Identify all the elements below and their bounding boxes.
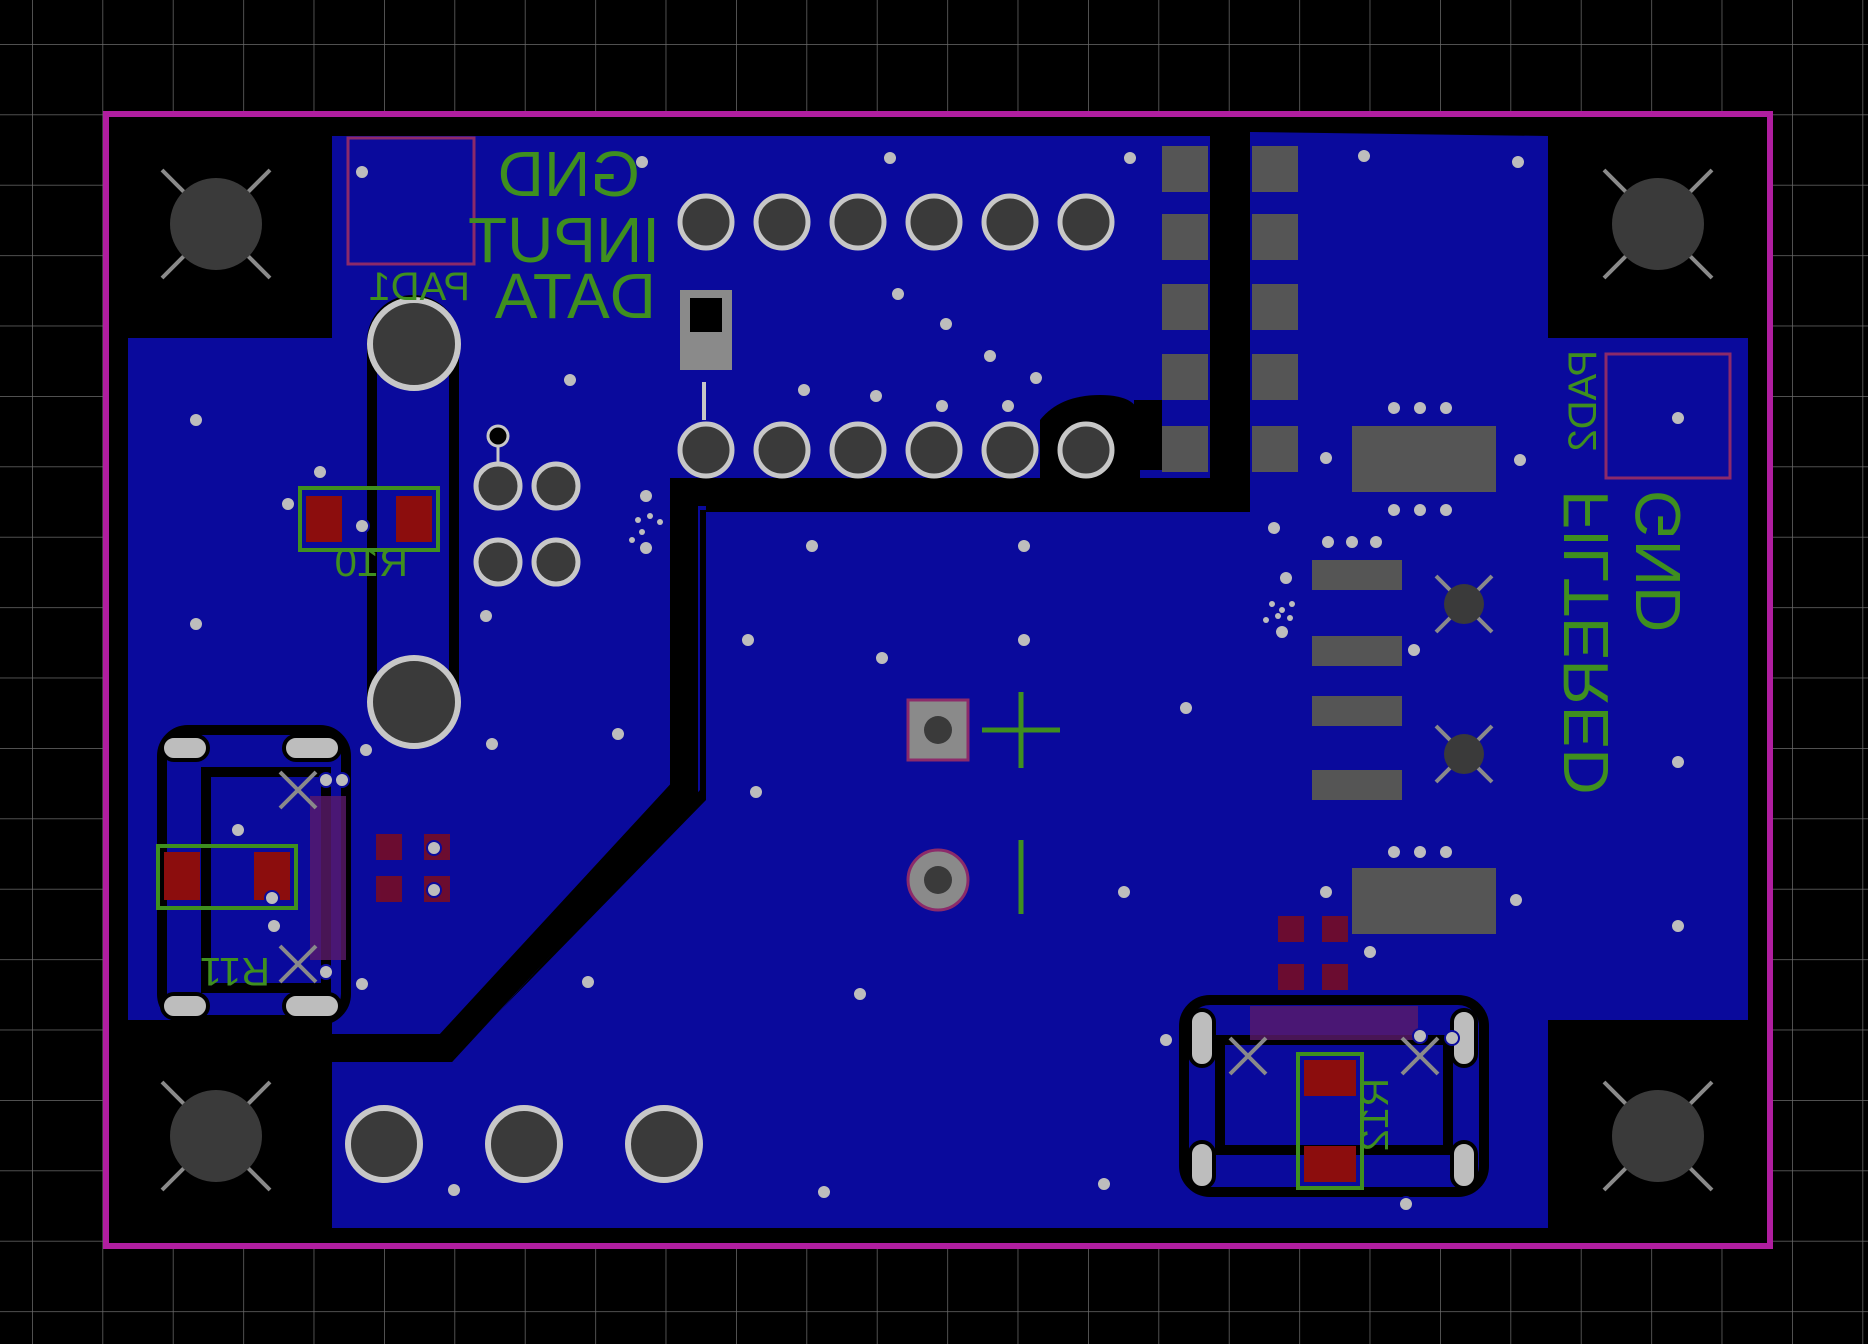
small-via-pin bbox=[486, 424, 510, 448]
silk-gnd-right-group: GND bbox=[1622, 490, 1694, 632]
silk-r11-group: R11 bbox=[200, 949, 270, 993]
header-pins-bottom bbox=[677, 421, 1115, 479]
left-slot-connector bbox=[367, 295, 461, 749]
ic-pads-right bbox=[1312, 426, 1496, 934]
four-pin-group bbox=[473, 461, 581, 587]
bottom-through-holes bbox=[345, 1105, 703, 1183]
silk-label-gnd-right: GND bbox=[1622, 490, 1694, 632]
silk-label-r12: R12 bbox=[1353, 1078, 1397, 1151]
mounting-holes bbox=[160, 168, 1714, 1192]
vias bbox=[188, 148, 1686, 1212]
silk-label-r11: R11 bbox=[200, 949, 270, 993]
power-pads bbox=[906, 692, 1060, 914]
micro-vias bbox=[629, 513, 1295, 623]
silk-filtered-group: FILTERED bbox=[1550, 490, 1622, 795]
mounting-hole-tl bbox=[160, 168, 272, 280]
silk-label-gnd-top: GND bbox=[498, 138, 640, 210]
ic-vias-right bbox=[1322, 402, 1452, 858]
smd-pads-col-right bbox=[1252, 146, 1298, 472]
smd-pads-col-left bbox=[1162, 146, 1208, 472]
pad2-square bbox=[1604, 352, 1732, 480]
small-smd-pads bbox=[376, 834, 1348, 990]
silk-r12-group: R12 bbox=[1353, 1078, 1397, 1151]
resistor-r10 bbox=[298, 486, 440, 552]
test-points-usb bbox=[278, 770, 1440, 1076]
pad1-square bbox=[346, 136, 476, 266]
silk-label-data: DATA bbox=[495, 260, 657, 332]
trace-gaps bbox=[332, 118, 1244, 1062]
silk-top-left-group: GND INPUT DATA PAD1 bbox=[368, 138, 660, 332]
header-pins-top bbox=[677, 193, 1115, 251]
switch-component bbox=[680, 290, 732, 420]
silk-label-filtered: FILTERED bbox=[1550, 490, 1622, 795]
copper-pour-left bbox=[128, 136, 706, 1060]
usb-connector-left bbox=[157, 725, 351, 1025]
resistor-r12 bbox=[1296, 1052, 1364, 1190]
mounting-hole-tr bbox=[1602, 168, 1714, 280]
test-points-right bbox=[1434, 574, 1494, 784]
silk-r10-group: R10 bbox=[335, 541, 408, 585]
silk-label-pad1: PAD1 bbox=[368, 265, 470, 309]
silk-right-group: PAD2 bbox=[1561, 350, 1605, 452]
mounting-hole-bl bbox=[160, 1080, 272, 1192]
mounting-hole-br bbox=[1602, 1080, 1714, 1192]
silk-label-pad2: PAD2 bbox=[1561, 350, 1605, 452]
silk-label-r10: R10 bbox=[335, 541, 408, 585]
silk-label-input: INPUT bbox=[468, 204, 660, 276]
